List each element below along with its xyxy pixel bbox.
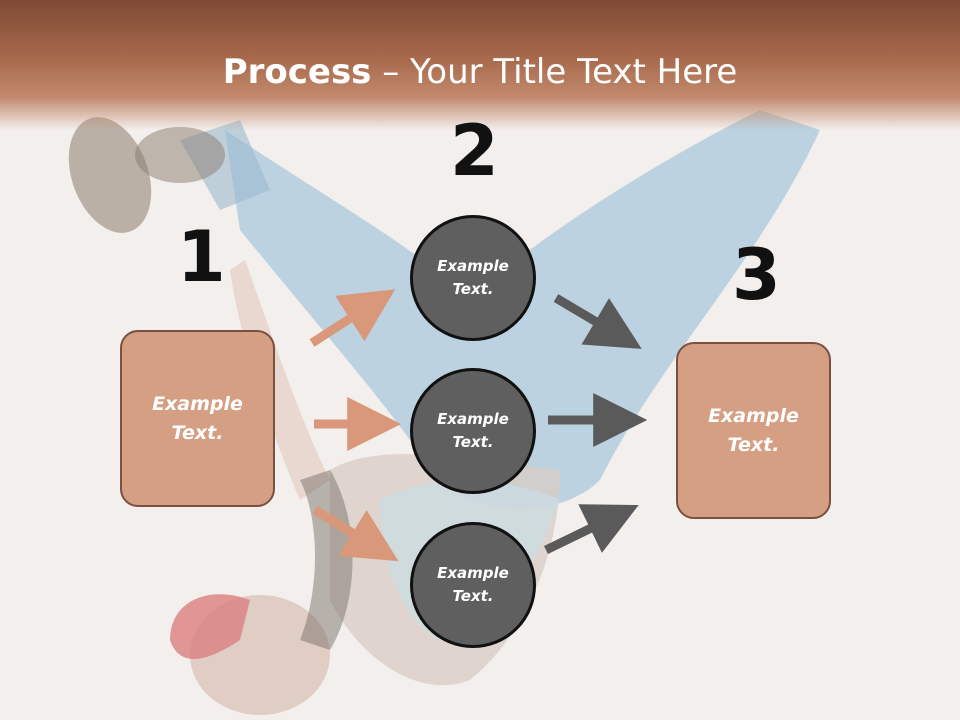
- arrow-left-bottom: [312, 506, 399, 562]
- arrow-right-bottom: [544, 504, 639, 555]
- title-bold: Process: [222, 52, 372, 92]
- slide-title: Process – Your Title Text Here: [0, 52, 960, 92]
- circle-bottom[interactable]: Example Text.: [410, 522, 536, 648]
- title-rest: – Your Title Text Here: [371, 52, 738, 92]
- step-number-1: 1: [177, 216, 226, 298]
- title-bar: [0, 0, 960, 130]
- circle-top[interactable]: Example Text.: [410, 215, 536, 341]
- step-number-2: 2: [450, 110, 499, 192]
- left-text-box[interactable]: Example Text.: [120, 330, 275, 507]
- circle-middle[interactable]: Example Text.: [410, 368, 536, 494]
- arrow-right-top: [553, 294, 642, 349]
- step-number-3: 3: [732, 234, 781, 316]
- arrow-left-top: [309, 289, 396, 347]
- right-text-box[interactable]: Example Text.: [676, 342, 831, 519]
